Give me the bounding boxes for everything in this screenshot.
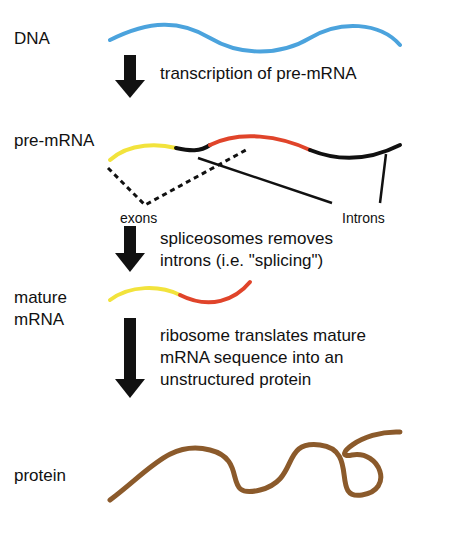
process-arrow (115, 318, 145, 398)
part-label: Introns (342, 207, 422, 229)
stage-label: protein (14, 465, 104, 487)
process-arrow (115, 55, 145, 98)
step-label: spliceosomes removes introns (i.e. "spli… (160, 228, 380, 272)
intron-leader (198, 154, 386, 203)
intron-segment (176, 145, 210, 150)
stage-label: DNA (14, 28, 104, 50)
exon-segment (180, 282, 250, 302)
exon-segment (210, 136, 310, 150)
stage-label: mature mRNA (14, 287, 114, 331)
exon-leader (108, 150, 246, 205)
dna-strand (110, 25, 400, 52)
exon-segment (110, 145, 176, 160)
process-arrow (115, 226, 145, 272)
step-label: ribosome translates mature mRNA sequence… (160, 325, 400, 391)
stage-label: pre-mRNA (14, 130, 109, 152)
part-label: exons (120, 207, 180, 229)
step-label: transcription of pre-mRNA (160, 63, 430, 85)
exon-segment (110, 288, 180, 300)
protein-chain (110, 432, 400, 500)
